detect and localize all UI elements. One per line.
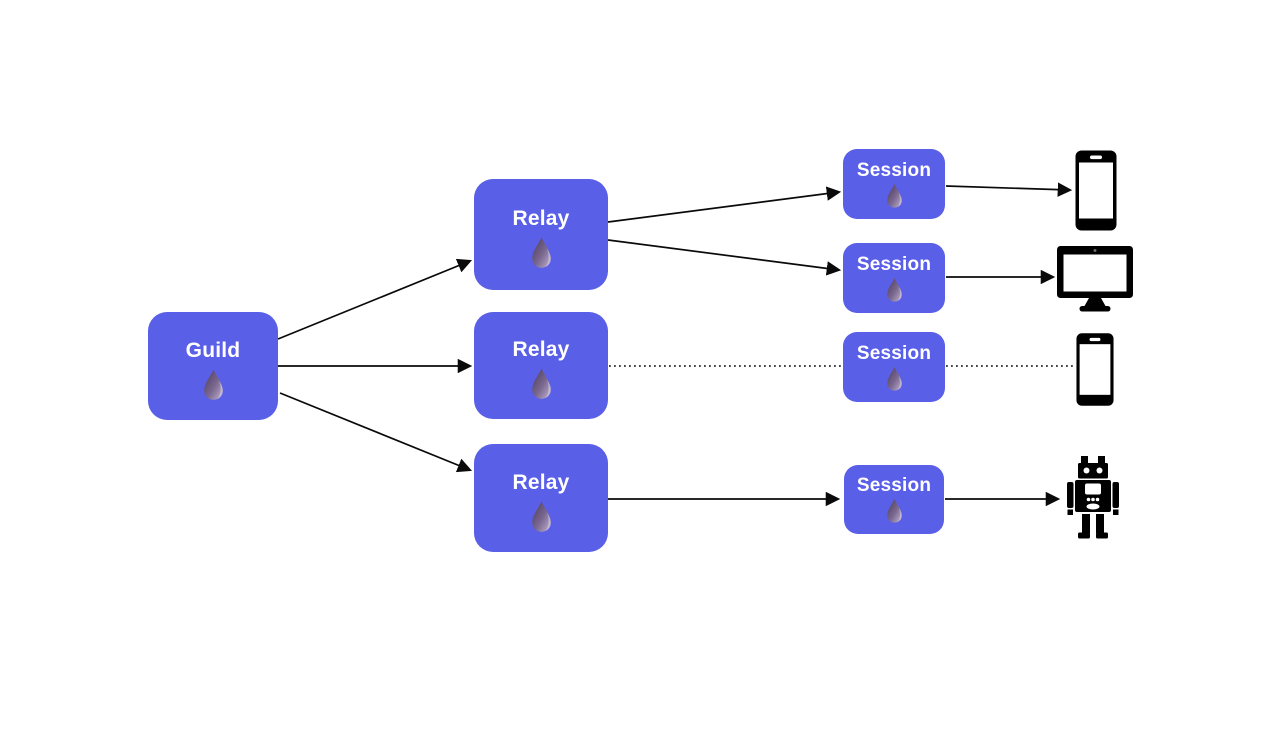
relay-node-1: Relay	[474, 179, 608, 290]
guild-label: Guild	[185, 338, 241, 362]
session-label: Session	[856, 342, 932, 364]
session-node-2: Session	[843, 243, 945, 313]
smartphone-icon	[1076, 333, 1114, 406]
session-label: Session	[856, 253, 932, 275]
elixir-droplet-icon	[528, 236, 555, 271]
edge-relay-1-session-2	[607, 239, 842, 276]
edge-guild-relay-1	[277, 258, 473, 340]
elixir-droplet-icon	[200, 368, 227, 403]
smartphone-icon	[1075, 150, 1117, 231]
edge-relay-1-session-1	[607, 186, 842, 223]
relay-label: Relay	[512, 207, 570, 230]
relay-label: Relay	[512, 338, 570, 361]
elixir-droplet-icon	[528, 500, 555, 535]
session-node-3: Session	[843, 332, 945, 402]
robot-icon	[1067, 456, 1119, 539]
elixir-droplet-icon	[884, 366, 905, 393]
desktop-monitor-icon	[1057, 246, 1133, 312]
elixir-droplet-icon	[884, 183, 905, 210]
edge-guild-relay-3	[279, 392, 473, 473]
relay-label: Relay	[512, 470, 570, 494]
elixir-droplet-icon	[528, 367, 555, 402]
session-label: Session	[856, 159, 932, 181]
elixir-droplet-icon	[884, 277, 905, 304]
edge-session-1-smartphone-1	[945, 182, 1073, 197]
session-label: Session	[856, 475, 932, 496]
relay-node-3: Relay	[474, 444, 608, 552]
guild-node: Guild	[148, 312, 278, 420]
session-node-1: Session	[843, 149, 945, 219]
relay-node-2: Relay	[474, 312, 608, 419]
session-node-4: Session	[844, 465, 944, 534]
elixir-droplet-icon	[884, 498, 905, 525]
